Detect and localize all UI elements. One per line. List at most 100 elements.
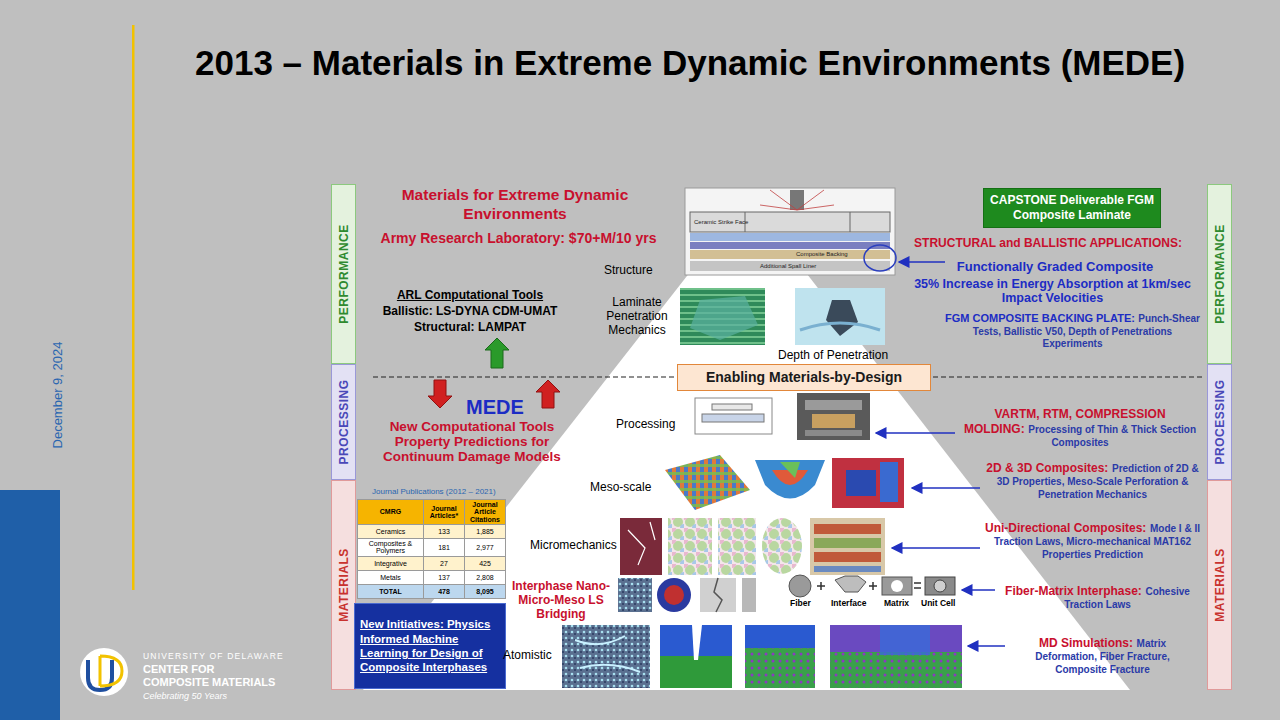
illustration-shape: [814, 566, 881, 572]
label-text: Ballistic: LS-DYNA CDM-UMAT: [383, 304, 558, 318]
illustration-shape: [864, 245, 896, 271]
annotation: 2D & 3D Composites:Prediction of 2D & 3D…: [985, 461, 1200, 501]
node-text: New Initiatives: Physics Informed Machin…: [360, 617, 500, 675]
illustration-shape: [790, 190, 804, 210]
laminate-images: [680, 288, 885, 345]
illustration-shape: [869, 582, 877, 590]
table-cell: 1,885: [465, 525, 506, 539]
illustration-shape: [132, 25, 135, 590]
illustration-shape: [830, 652, 962, 688]
illustration-shape: [797, 393, 870, 440]
part-label: Ceramic Strike Face: [694, 219, 748, 225]
illustration-shape: [760, 190, 834, 210]
illustration-shape: [814, 524, 881, 534]
illustration-shape: [664, 585, 684, 605]
annotation: Uni-Directional Composites:Mode I & II T…: [985, 521, 1200, 561]
illustration-shape: [742, 578, 756, 612]
label-text: MD Simulations:: [1039, 636, 1133, 650]
armor-structure: [685, 188, 896, 275]
materials-band: MATERIALS: [1207, 480, 1232, 690]
illustration-shape: [714, 578, 722, 612]
level-label: Interphase Nano-Micro-Meso LS Bridging: [506, 580, 616, 621]
materials-band: MATERIALS: [331, 480, 356, 690]
label-text: Journal Publications (2012 – 2021): [372, 487, 496, 496]
illustration-shape: [876, 432, 955, 434]
processing-images: [695, 393, 870, 440]
program-funding: Army Research Laboratory: $70+M/10 yrs: [366, 230, 671, 247]
table-cell: 2,808: [465, 570, 506, 584]
illustration-shape: [712, 404, 752, 410]
table-row: TOTAL4788,095: [358, 584, 506, 598]
label-text: Unit Cell: [921, 598, 955, 608]
center-name: CENTER FOR COMPOSITE MATERIALS: [143, 663, 281, 688]
illustration-shape: [562, 625, 650, 688]
annotation: Fiber-Matrix Interphase:Cohesive Tractio…: [1000, 584, 1195, 612]
label-text: Celebrating 50 Years: [143, 691, 227, 701]
illustration-shape: [690, 250, 890, 259]
label-text: Processing: [616, 417, 675, 431]
tool-item: Structural: LAMPAT: [390, 320, 550, 334]
illustration-shape: [800, 323, 880, 330]
table-caption: Journal Publications (2012 – 2021): [372, 487, 507, 497]
table-cell: 425: [465, 556, 506, 570]
illustration-shape: [805, 400, 862, 410]
illustration-shape: [745, 625, 815, 688]
illustration-shape: [832, 458, 904, 508]
label-text: Materials for Extreme Dynamic Environmen…: [402, 186, 629, 222]
level-label: Laminate Penetration Mechanics: [598, 296, 676, 337]
illustration-shape: [925, 577, 955, 595]
illustration-shape: [575, 636, 640, 672]
illustration-shape: [660, 656, 732, 688]
node-text: PROCESSING: [336, 379, 350, 464]
level-label: Depth of Penetration: [778, 348, 888, 362]
table-cell: TOTAL: [358, 584, 424, 598]
table-cell: 2,977: [465, 539, 506, 557]
label-text: FGM COMPOSITE BACKING PLATE:: [945, 312, 1135, 324]
slide-decoration: [0, 25, 135, 720]
illustration-shape: [690, 212, 890, 232]
illustration-shape: [805, 430, 862, 436]
table-cell: Composites & Polymers: [358, 539, 424, 557]
illustration-shape: [962, 589, 995, 591]
label-text: 2D & 3D Composites:: [986, 461, 1108, 475]
node-text: MATERIALS: [1212, 548, 1226, 622]
illustration-shape: [835, 576, 866, 592]
table-row: Integrative27425: [358, 556, 506, 570]
performance-band: PERFORMANCE: [331, 184, 356, 364]
node-text: CAPSTONE Deliverable FGM Composite Lamin…: [988, 193, 1156, 223]
table-cell: 478: [424, 584, 465, 598]
anniversary-tagline: Celebrating 50 Years: [143, 691, 227, 702]
label-text: Fiber-Matrix Interphase:: [1005, 584, 1142, 598]
label-text: Meso-scale: [590, 480, 651, 494]
illustration-shape: [914, 583, 921, 588]
processing-band: PROCESSING: [331, 364, 356, 480]
illustration-shape: [850, 212, 851, 232]
mede-label: MEDE: [455, 395, 535, 419]
processing-band: PROCESSING: [1207, 364, 1232, 480]
part-label: Matrix: [884, 598, 909, 608]
table-cell: 137: [424, 570, 465, 584]
illustration-shape: [892, 547, 980, 549]
node-text: MATERIALS: [336, 548, 350, 622]
label-text: Interphase Nano-Micro-Meso LS Bridging: [512, 579, 610, 621]
table-row: Metals1372,808: [358, 570, 506, 584]
interphase-images: [618, 575, 955, 612]
node-text: Enabling Materials-by-Design: [682, 369, 926, 386]
meso-scale-images: [665, 455, 904, 510]
illustration-shape: [618, 578, 652, 612]
table-row: CMRGJournal Articles*Journal Article Cit…: [358, 500, 506, 525]
illustration-shape: [690, 261, 890, 271]
node-text: PERFORMANCE: [1212, 224, 1226, 324]
publications-table: CMRGJournal Articles*Journal Article Cit…: [357, 499, 506, 599]
illustration-shape: [100, 656, 122, 686]
illustration-shape: [899, 261, 945, 263]
table-cell: CMRG: [358, 500, 424, 525]
tools-note: New Computational Tools Property Predict…: [372, 419, 572, 464]
illustration-shape: [680, 288, 765, 345]
micromechanics-images: [620, 518, 885, 575]
label-text: Processing of Thin & Thick Section Compo…: [1028, 424, 1196, 448]
level-label: Micromechanics: [530, 538, 617, 552]
label-text: Fiber: [790, 598, 811, 608]
annotation: VARTM, RTM, COMPRESSION MOLDING:Processi…: [958, 407, 1202, 450]
